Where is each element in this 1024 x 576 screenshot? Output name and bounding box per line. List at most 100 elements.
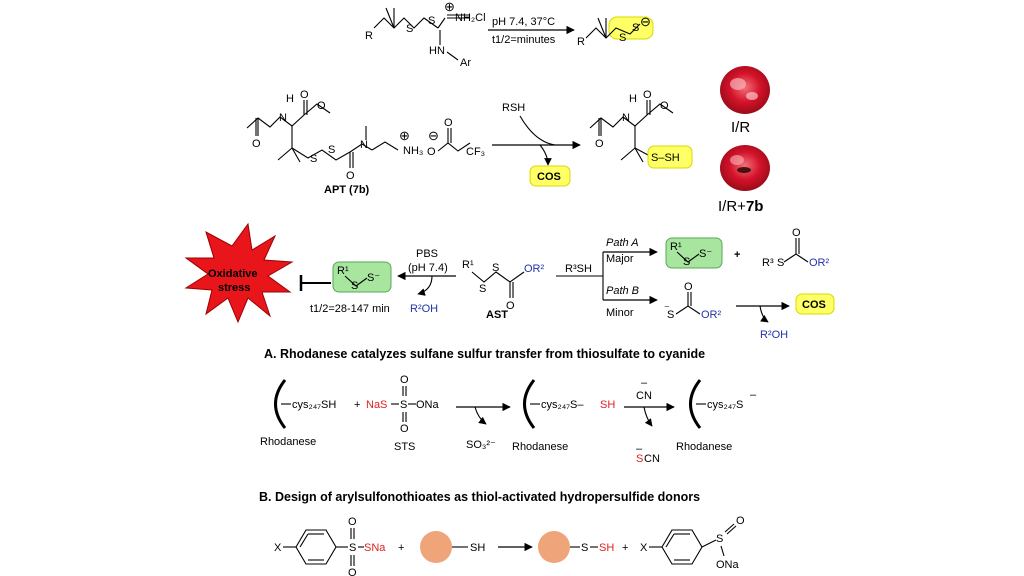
s3-plus: + [734,249,740,261]
scheme1-thioimidate: R S S ⊕ NH₂Cl HN Ar pH 7.4, 37°C t1/2=mi… [365,0,654,69]
s2-s: S [310,153,317,165]
s3-pa2-o: O [792,227,801,239]
stress-label: stress [218,282,250,294]
b-ona: ONa [716,559,740,571]
a-cn: CN [636,390,652,402]
s1-r: R [365,30,373,42]
a-so3: SO₃²⁻ [466,439,496,451]
s2-o: O [300,89,309,101]
s2-o: O [252,138,261,150]
section-a-title: A. Rhodanese catalyzes sulfane sulfur tr… [264,347,705,361]
b-s-mid: S [581,542,588,554]
s3-path-a: Path A [606,237,639,249]
heart-image-ir [720,66,770,114]
a-scn-cn: CN [644,453,660,465]
a-cn-minus: – [641,377,648,389]
s3-half-life: t1/2=28-147 min [310,303,390,315]
s2-cf3: CF₃ [466,146,485,158]
a-rhodanese: Rhodanese [512,441,568,453]
s3-persulfide-s: S [351,280,358,292]
s3-pa2-or2: OR² [809,257,830,269]
persulfide-substrate-circle [538,531,570,563]
s2-minus: ⊖ [428,128,439,143]
s3-pa2-r3: R³ [762,257,774,269]
benzene-ring [661,529,703,565]
s3-ast-label: AST [486,309,508,321]
s1-prod-s: S [632,22,639,34]
s2-cos: COS [537,171,561,183]
s2-label-ir: I/R [731,119,750,136]
a-o-bottom: O [400,423,409,435]
s3-ast-r1: R¹ [462,259,474,271]
a-sts: STS [394,441,415,453]
s2-o: O [317,100,326,112]
s3-pb-s: S [667,309,674,321]
s1-ar: Ar [460,57,471,69]
thiol-substrate-circle [420,531,452,563]
s2-prod-n: N [622,112,630,124]
s1-prod-s: S [619,32,626,44]
s2-o: O [444,117,453,129]
s1-hn: HN [429,45,445,57]
s3-r3sh: R³SH [565,263,592,275]
b-x: X [274,542,282,554]
oxidative-stress-starburst [184,222,294,324]
b-sulfinate-o: O [736,515,745,527]
s3-pbs: PBS [416,248,438,260]
s3-ast-s: S [492,262,499,274]
s1-s-atom: S [406,23,413,35]
section-a: A. Rhodanese catalyzes sulfane sulfur tr… [260,347,757,465]
s3-ast-s: S [479,283,486,295]
s2-o: O [427,146,436,158]
b-sna: SNa [364,542,386,554]
a-rhodanese: Rhodanese [676,441,732,453]
s2-prod-h: H [629,93,637,105]
s2-prod-o: O [660,100,669,112]
s1-nh2cl: NH₂Cl [455,12,486,24]
s2-prod-o: O [595,138,604,150]
s1-conditions-bottom: t1/2=minutes [492,34,556,46]
section-b-title: B. Design of arylsulfonothioates as thio… [259,490,700,504]
a-o-top: O [400,374,409,386]
s3-pa-s: S [683,256,690,268]
a-nas: NaS [366,399,387,411]
a-s: S [400,399,407,411]
s3-minor: Minor [606,307,634,319]
s3-ast-or2: OR² [524,263,545,275]
s2-reagent-rsh: RSH [502,102,525,114]
a-ona: ONa [416,399,440,411]
a-scn-s: S [636,453,643,465]
b-sh: SH [470,542,485,554]
section-b: B. Design of arylsulfonothioates as thio… [259,490,745,576]
b-o-bottom: O [348,567,357,576]
s1-s-atom: S [428,15,435,27]
benzene-ring [295,529,337,565]
s3-cos: COS [802,299,826,311]
s3-persulfide-r1: R¹ [337,265,349,277]
s3-ast-o: O [506,300,515,312]
scheme3-ast: Oxidative stress R¹ S S⁻ PBS (pH 7.4) t1… [184,222,835,341]
a-cys-s-minus: – [750,389,757,401]
s1-plus-charge: ⊕ [444,0,455,14]
s3-r2oh: R²OH [410,303,438,315]
s2-compound-label: APT (7b) [324,184,370,196]
b-sh-red: SH [599,542,614,554]
s3-pa2-s: S [777,257,784,269]
s2-n: N [360,139,368,151]
s2-h: H [286,93,294,105]
s3-ph: (pH 7.4) [408,262,448,274]
b-sulfinate-s: S [716,533,723,545]
s3-pa-s: S⁻ [699,248,712,260]
s2-o: O [346,170,355,182]
s3-major: Major [606,253,634,265]
s1-conditions-top: pH 7.4, 37°C [492,16,555,28]
a-plus: + [354,399,360,411]
s3-persulfide-s: S⁻ [367,272,380,284]
s1-prod-r: R [577,36,585,48]
s2-prod-o: O [643,89,652,101]
s3-path-b: Path B [606,285,639,297]
a-cys-s-final: cys₂₄₇S [707,399,743,411]
s2-n: N [279,112,287,124]
scheme2-apt: H N O O O S S O N ⊕ NH₃ ⊖ O O CF₃ APT (7… [246,66,770,215]
